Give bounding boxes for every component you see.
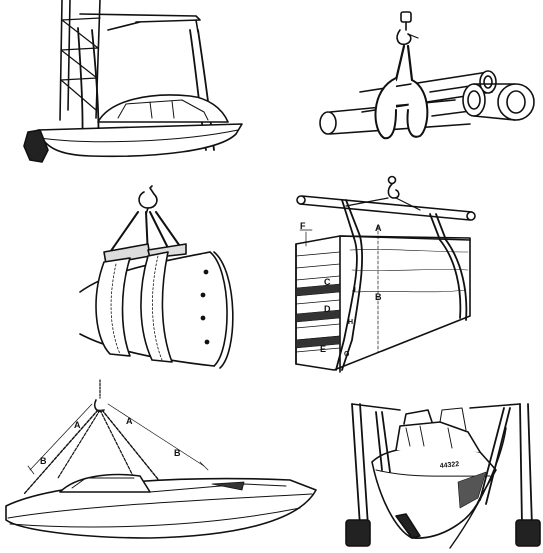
label-c: C — [324, 277, 331, 287]
label-g: G — [344, 351, 350, 358]
label-d: D — [324, 304, 331, 314]
label-b-right: B — [174, 448, 181, 458]
label-f: F — [300, 221, 306, 231]
panel-pipe-bundle-lift — [319, 11, 535, 140]
label-a: A — [375, 223, 382, 233]
panel-cylinder-sling — [79, 185, 234, 369]
travel-lift-labels: 44322 — [439, 461, 459, 470]
hull-number: 44322 — [439, 461, 459, 470]
panel-lumber-bundle-spreader — [295, 175, 476, 373]
label-b: B — [375, 292, 382, 302]
label-h: H — [348, 319, 353, 326]
label-a-right: A — [126, 416, 133, 426]
panel-travel-lift-boat — [345, 403, 541, 549]
panel-boat-sling-hoist — [23, 0, 243, 163]
label-j: J — [352, 287, 356, 294]
label-e: E — [320, 344, 326, 354]
label-a-left: A — [74, 420, 81, 430]
panel-speedboat-bridle — [5, 379, 317, 539]
lumber-bundle-labels: A B C D E F G H J — [300, 221, 382, 358]
label-b-left: B — [40, 456, 47, 466]
speedboat-labels: A A B B — [40, 416, 181, 466]
